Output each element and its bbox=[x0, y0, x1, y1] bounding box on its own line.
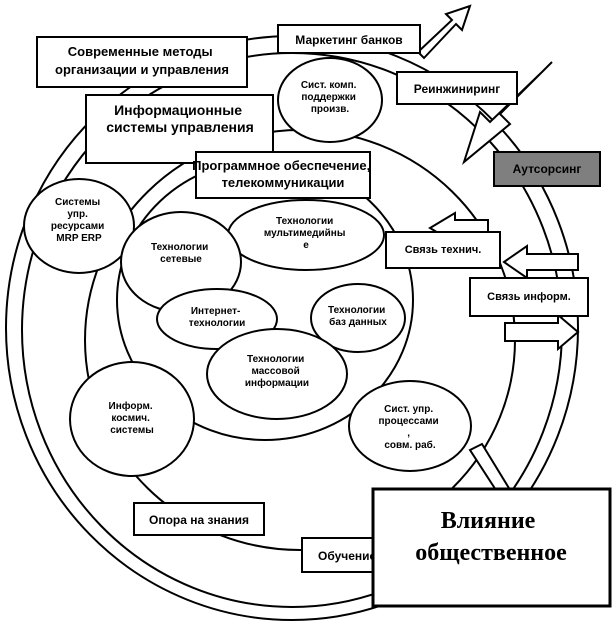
ellipse-multimedia-line-3: е bbox=[303, 240, 309, 251]
ellipse-space-line-3: системы bbox=[110, 425, 154, 436]
ellipse-databases-line-1: Технологии bbox=[328, 305, 385, 316]
svg-text:Технологии массовой ин: Технологии массовой информации bbox=[245, 354, 309, 389]
svg-text:Программное обеспечение, т: Программное обеспечение, телекоммуникаци… bbox=[192, 158, 374, 190]
ellipse-mass-info bbox=[206, 328, 348, 420]
ellipse-comp-support-line-2: поддержки bbox=[301, 92, 356, 103]
box-info-link bbox=[469, 277, 589, 317]
ellipse-multimedia-line-1: Технологии bbox=[276, 216, 333, 227]
arrow-right-1 bbox=[504, 312, 580, 352]
box-knowledge bbox=[133, 502, 265, 536]
svg-text:Технологии мультимедийны: Технологии мультимедийны е bbox=[264, 216, 348, 251]
arrow-up-right bbox=[416, 4, 472, 60]
box-info-link-label: Связь информ. bbox=[487, 291, 571, 303]
ellipse-comp-support bbox=[277, 57, 383, 143]
box-marketing bbox=[277, 24, 421, 54]
box-outsourcing bbox=[493, 151, 601, 187]
ellipse-network-line-2: сетевые bbox=[160, 254, 202, 265]
ellipse-multimedia-line-2: мультимедийны bbox=[264, 228, 346, 239]
box-reengineering bbox=[396, 71, 518, 105]
ellipse-space-line-1: Информ. bbox=[109, 400, 153, 412]
ellipse-comp-support-line-1: Сист. комп. bbox=[301, 80, 357, 91]
ellipse-mass-info-line-3: информации bbox=[245, 377, 309, 389]
ellipse-process-mgmt bbox=[348, 380, 472, 472]
box-software-line-1: Программное обеспечение, bbox=[192, 158, 370, 173]
box-training-label: Обучение bbox=[318, 549, 377, 563]
ellipse-network-line-1: Технологии bbox=[151, 242, 208, 253]
box-outsourcing-label: Аутсорсинг bbox=[513, 162, 582, 176]
box-modern-methods-line-1: Современные методы bbox=[68, 44, 213, 59]
ellipse-erp-line-2: упр. bbox=[67, 209, 88, 220]
box-software-line-2: телекоммуникации bbox=[222, 175, 345, 190]
svg-text:Технологии баз данных: Технологии баз данных bbox=[328, 305, 388, 328]
ellipse-mass-info-line-2: массовой bbox=[251, 366, 299, 377]
box-info-systems-line-2: системы управления bbox=[106, 119, 254, 135]
ellipse-erp bbox=[23, 178, 135, 274]
box-marketing-label: Маркетинг банков bbox=[295, 33, 402, 47]
svg-text:Системы упр. ресурсами: Системы упр. ресурсами MRP ERP bbox=[51, 197, 107, 244]
svg-text:Информационные системы упр: Информационные системы управления bbox=[106, 102, 254, 135]
ellipse-space bbox=[69, 361, 195, 477]
ellipse-process-mgmt-line-4: совм. раб. bbox=[384, 439, 435, 451]
ellipse-erp-line-1: Системы bbox=[55, 197, 100, 208]
box-tech-link-label: Связь технич. bbox=[405, 244, 482, 256]
ellipse-erp-line-3: ресурсами bbox=[51, 221, 104, 232]
box-influence bbox=[371, 487, 612, 608]
ellipse-space-line-2: космич. bbox=[111, 413, 150, 424]
arrow-down-left bbox=[462, 61, 553, 165]
svg-text:Влияние общественное: Влияние общественное bbox=[415, 508, 567, 566]
box-modern-methods bbox=[36, 36, 248, 88]
ellipse-databases bbox=[310, 283, 406, 353]
box-tech-link bbox=[385, 231, 501, 269]
box-influence-line-1: Влияние bbox=[441, 508, 536, 534]
ellipse-internet-line-1: Интернет- bbox=[191, 306, 241, 317]
ellipse-process-mgmt-line-3: , bbox=[407, 428, 410, 439]
svg-text:Интернет- технологии: Интернет- технологии bbox=[189, 306, 246, 329]
ellipse-databases-line-2: баз данных bbox=[329, 316, 387, 328]
ellipse-process-mgmt-line-1: Сист. упр. bbox=[384, 404, 433, 415]
box-knowledge-label: Опора на знания bbox=[149, 513, 249, 527]
svg-text:Современные методы организ: Современные методы организации и управле… bbox=[55, 44, 229, 77]
svg-text:Технологии сетевые: Технологии сетевые bbox=[151, 242, 211, 265]
box-reengineering-label: Реинжиниринг bbox=[414, 82, 500, 96]
box-influence-line-2: общественное bbox=[415, 540, 567, 566]
box-info-systems-line-1: Информационные bbox=[114, 102, 242, 118]
box-software bbox=[195, 151, 371, 199]
svg-text:Сист. упр. процессами: Сист. упр. процессами , совм. раб. bbox=[379, 404, 442, 451]
ellipse-internet-line-2: технологии bbox=[189, 318, 246, 329]
ellipse-process-mgmt-line-2: процессами bbox=[379, 416, 439, 427]
ellipse-mass-info-line-1: Технологии bbox=[247, 354, 304, 365]
ellipse-erp-line-4: MRP ERP bbox=[56, 233, 102, 244]
svg-text:Сист. комп. поддержки: Сист. комп. поддержки произв. bbox=[301, 80, 359, 115]
svg-text:Информ. космич. систем: Информ. космич. системы bbox=[109, 400, 156, 436]
ellipse-comp-support-line-3: произв. bbox=[311, 104, 350, 115]
arrow-left-2 bbox=[502, 244, 579, 280]
box-modern-methods-line-2: организации и управления bbox=[55, 62, 229, 77]
